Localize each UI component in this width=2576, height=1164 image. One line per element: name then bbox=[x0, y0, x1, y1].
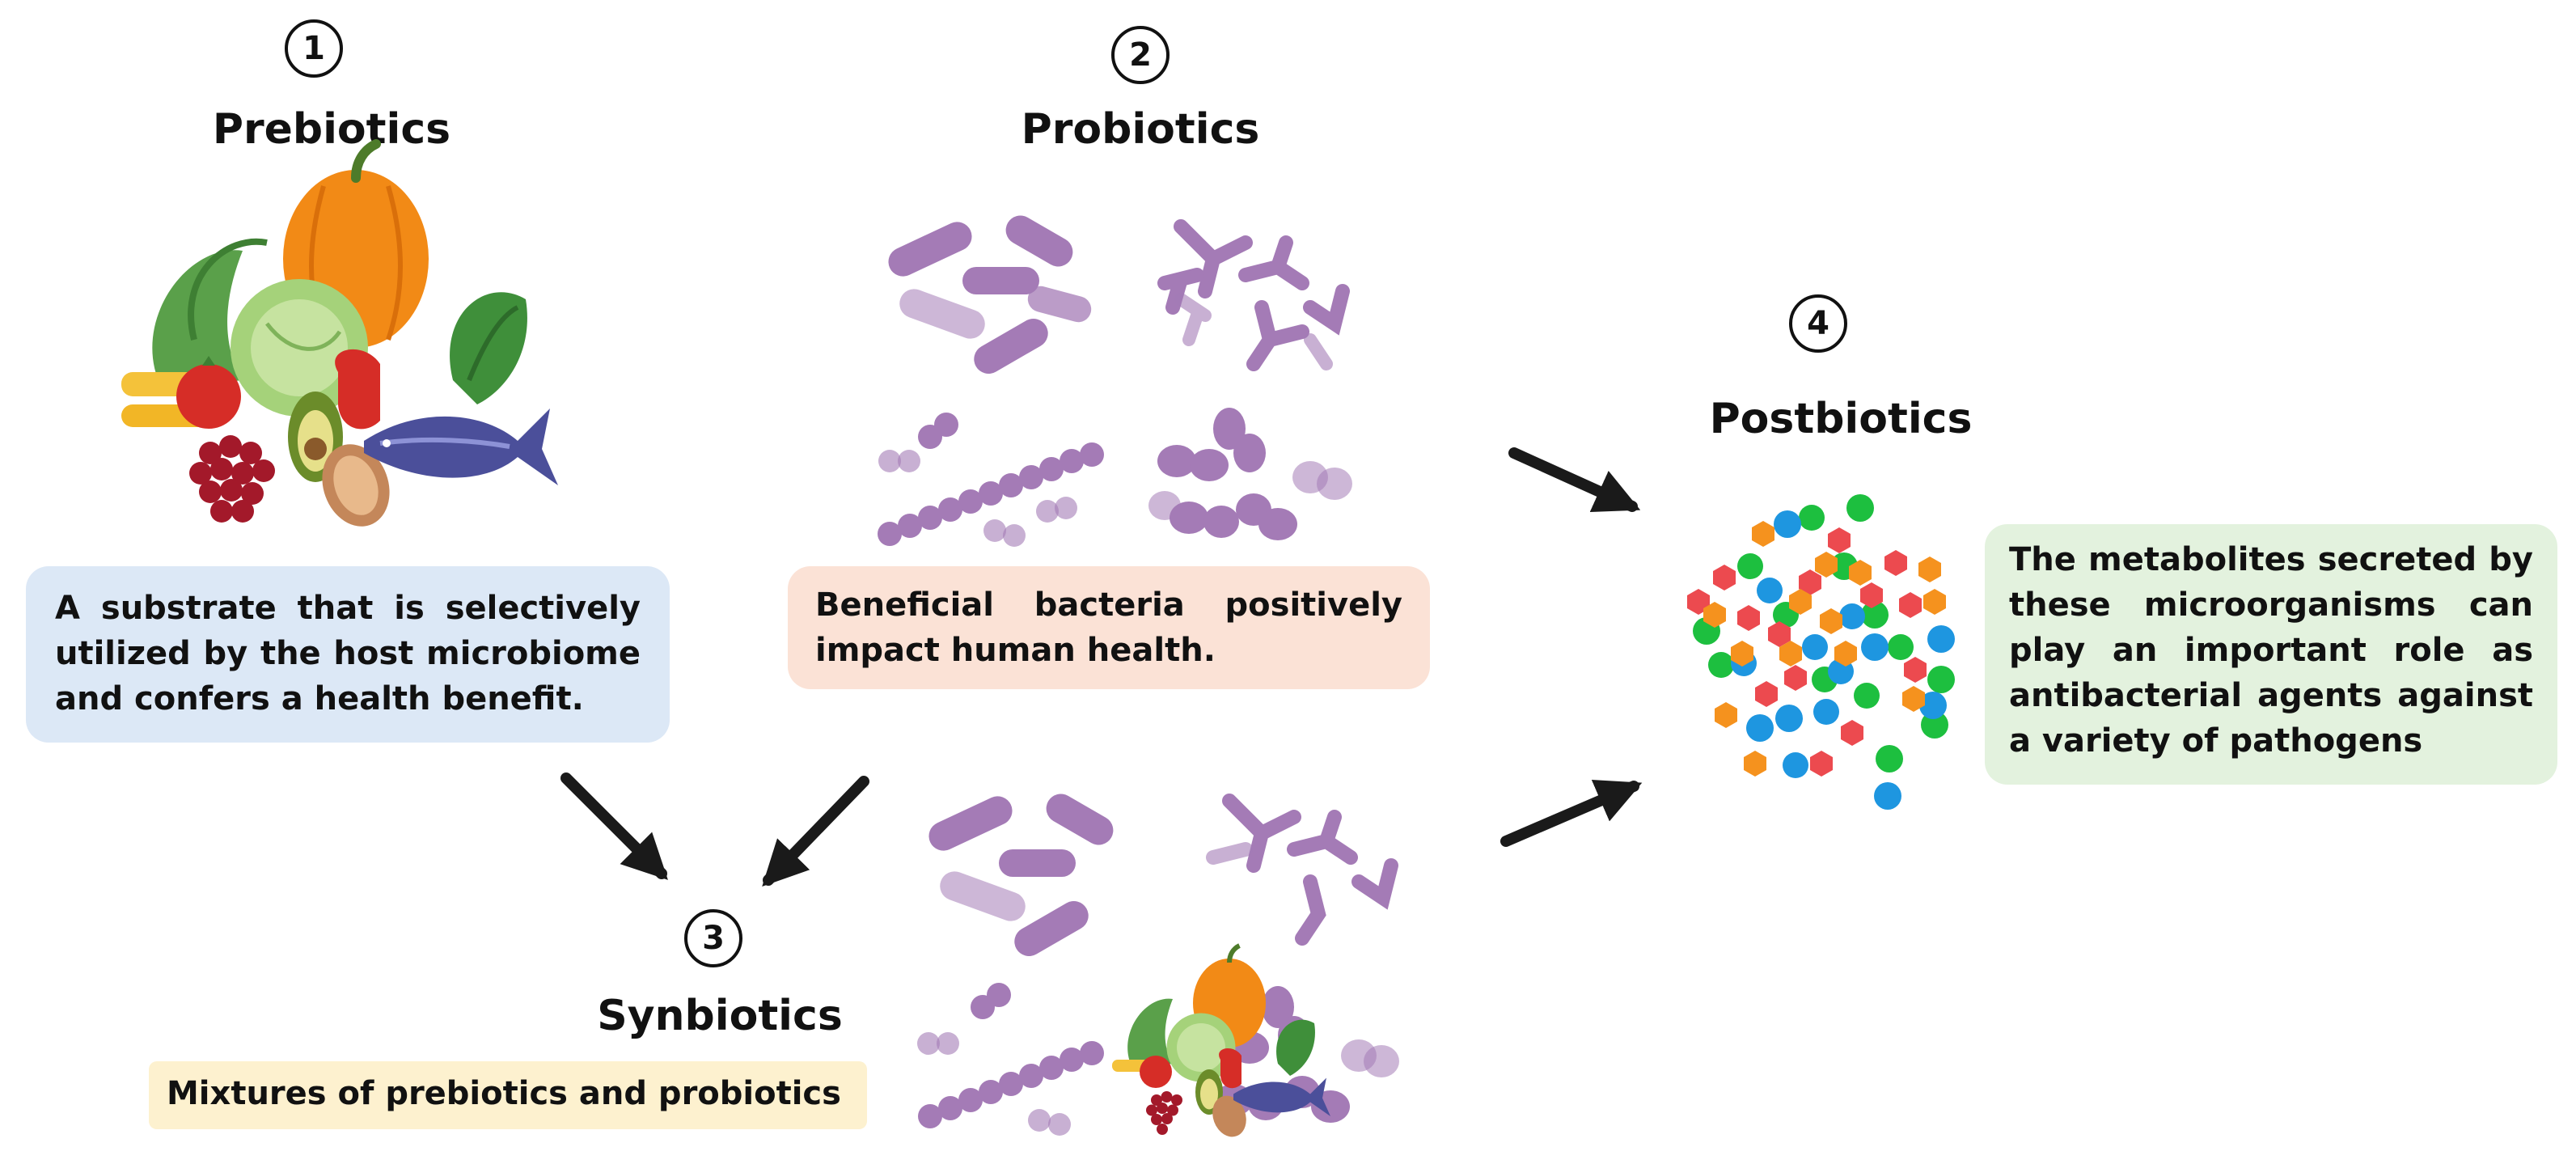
prebiotics-description-box: A substrate that is selectively utilized… bbox=[26, 566, 670, 743]
synbiotics-description-box: Mixtures of prebiotics and probiotics bbox=[149, 1061, 867, 1129]
step-number-2: 2 bbox=[1111, 26, 1170, 84]
synbiotic-mixture-illustration bbox=[917, 794, 1399, 1137]
arrow-probiotics-to-postbiotics bbox=[1508, 447, 1641, 513]
probiotic-bacteria-illustration bbox=[878, 215, 1352, 547]
arrows bbox=[560, 447, 1643, 887]
step-number-3: 3 bbox=[684, 909, 742, 967]
probiotics-description-box: Beneficial bacteria positively impact hu… bbox=[788, 566, 1430, 689]
probiotics-title: Probiotics bbox=[1021, 105, 1260, 154]
synbiotics-title: Synbiotics bbox=[597, 992, 843, 1040]
arrow-probiotics-to-synbiotics bbox=[762, 776, 869, 887]
arrow-prebiotics-to-synbiotics bbox=[560, 772, 668, 880]
vegetables-illustration bbox=[121, 139, 558, 527]
prebiotics-title: Prebiotics bbox=[212, 105, 451, 154]
postbiotics-title: Postbiotics bbox=[1709, 395, 1973, 443]
metabolites-illustration bbox=[1687, 494, 1955, 810]
step-number-4: 4 bbox=[1789, 294, 1847, 353]
arrow-synbiotics-to-postbiotics bbox=[1500, 779, 1643, 847]
step-number-1: 1 bbox=[285, 19, 343, 78]
postbiotics-description-box: The metabolites secreted by these microo… bbox=[1985, 524, 2557, 785]
